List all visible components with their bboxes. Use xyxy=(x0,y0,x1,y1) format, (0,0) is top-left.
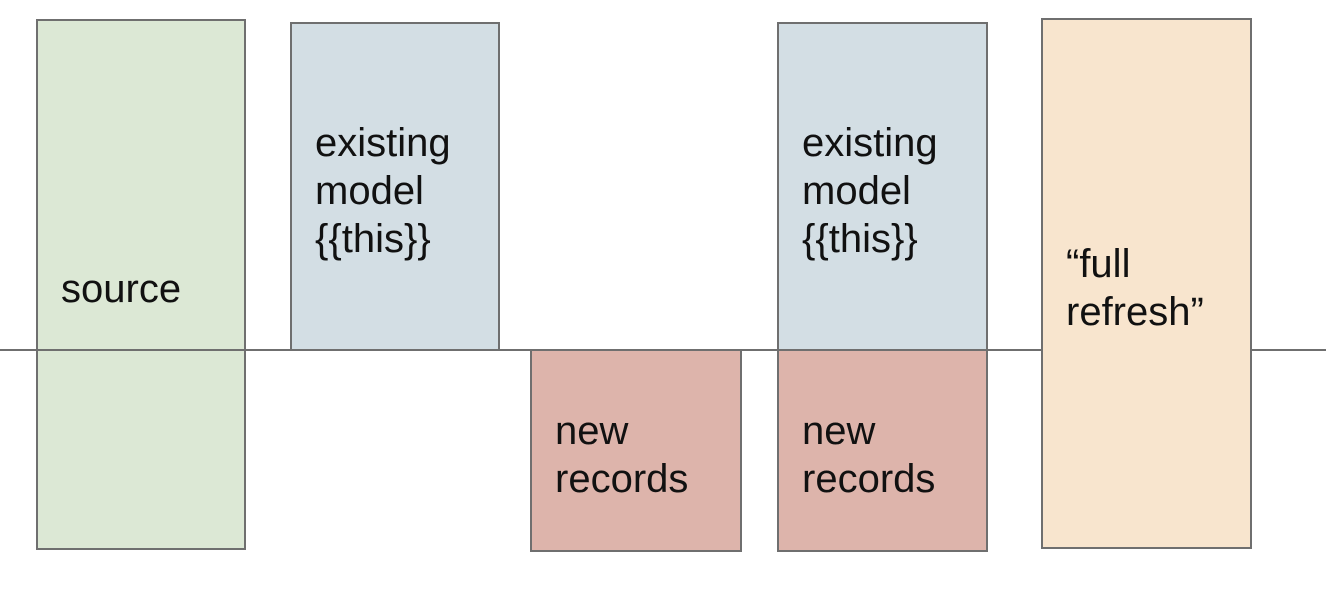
box-source: source xyxy=(36,19,246,550)
box-existing-model-right: existing model {{this}} xyxy=(777,22,988,351)
box-new-records-left: new records xyxy=(530,349,742,552)
box-source-label: source xyxy=(61,266,182,311)
box-full-refresh-label: “full refresh” xyxy=(1066,241,1204,334)
box-existing-model-left-label: existing model {{this}} xyxy=(315,120,451,261)
box-new-records-right-label: new records xyxy=(802,408,936,501)
box-new-records-left-label: new records xyxy=(555,408,689,501)
box-existing-model-left: existing model {{this}} xyxy=(290,22,500,351)
box-full-refresh: “full refresh” xyxy=(1041,18,1252,549)
box-new-records-right: new records xyxy=(777,349,988,552)
box-existing-model-right-label: existing model {{this}} xyxy=(802,120,938,261)
